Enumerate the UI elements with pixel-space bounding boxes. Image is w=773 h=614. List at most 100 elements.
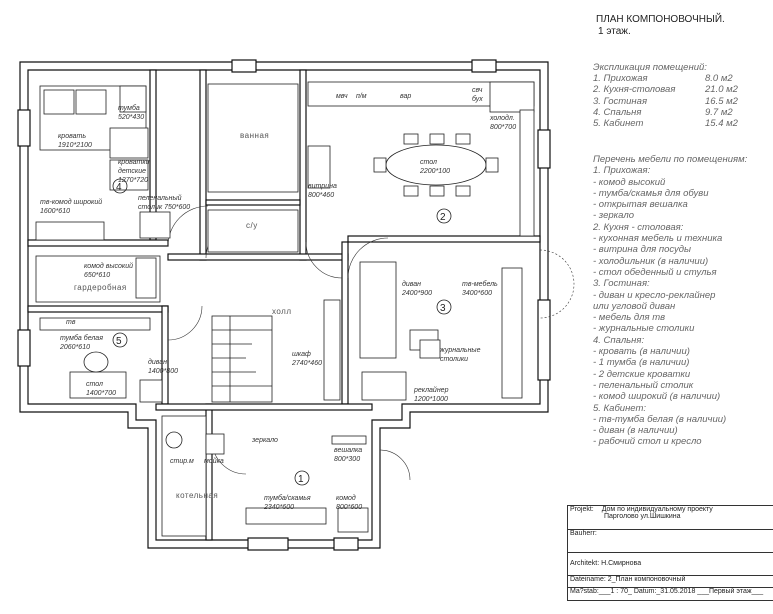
bed-size: 1910*2100 xyxy=(58,142,92,149)
changing-table xyxy=(139,211,171,239)
furniture-line: - пеленальный столик xyxy=(593,379,694,391)
stamp-bauherr: Bauherr: xyxy=(568,530,773,553)
washer-label: стир.м xyxy=(170,458,194,465)
tv-furniture-label: тв-мебель xyxy=(462,280,498,288)
coffee-table xyxy=(419,339,441,359)
wall xyxy=(161,305,169,405)
room-number-5: 5 xyxy=(116,336,122,347)
recliner-size: 1200*1000 xyxy=(414,396,448,403)
wall xyxy=(205,403,213,541)
bench xyxy=(245,507,327,525)
room-number-3: 3 xyxy=(440,303,446,314)
vitrine-label: витрина xyxy=(308,183,337,190)
furniture-line: 2. Кухня - столовая: xyxy=(593,221,684,233)
office-sofa-size: 1400*800 xyxy=(148,368,178,375)
stove-label: вар xyxy=(400,93,411,100)
wall xyxy=(199,69,207,261)
wardrobe-room-label: гардеробная xyxy=(74,283,127,292)
floor-plan: 4 2 3 5 1 кровать 1910*2100 тумба 520*43… xyxy=(17,59,575,551)
wall xyxy=(27,239,169,247)
tv-dresser-size: 1600*610 xyxy=(40,208,70,215)
chair xyxy=(429,185,445,197)
oven-label: свч xyxy=(472,87,483,94)
recliner-label: реклайнер xyxy=(413,386,449,394)
wall xyxy=(341,241,349,405)
furniture-line: - тумба/скамья для обуви xyxy=(593,187,709,199)
bench-label: тумба/скамья xyxy=(264,494,311,502)
pillow xyxy=(75,89,107,115)
coffee-label-2: столики xyxy=(440,356,468,363)
tv-furniture-size: 3400*600 xyxy=(462,290,492,297)
sink xyxy=(205,433,225,455)
white-stand-size: 2060*610 xyxy=(59,344,90,351)
cribs-size: 1270*720 xyxy=(118,177,148,184)
chair xyxy=(455,185,471,197)
coffee-label: журнальные xyxy=(439,347,481,354)
dishwasher-label: п/м xyxy=(356,93,367,100)
plan-title: ПЛАН КОМПОНОВОЧНЫЙ. 1 этаж. xyxy=(596,14,725,38)
sofa-label: диван xyxy=(402,280,421,288)
window xyxy=(231,59,257,73)
high-dresser-label: комод высокий xyxy=(84,262,133,270)
furniture-line: - 2 детские кроватки xyxy=(593,368,691,380)
chair xyxy=(403,185,419,197)
window xyxy=(17,329,31,367)
vitrine-size: 800*460 xyxy=(308,192,334,199)
furniture-line: 4. Спальня: xyxy=(593,334,645,346)
cribs-label: кроватки xyxy=(118,159,150,166)
desk-label: стол xyxy=(86,381,103,388)
office-chair xyxy=(83,351,109,373)
closet-size: 2740*460 xyxy=(291,360,322,367)
vitrine xyxy=(307,145,331,189)
chair xyxy=(373,157,387,173)
stairs xyxy=(211,315,273,403)
pillow xyxy=(43,89,75,115)
furniture-line: - диван и кресло-реклайнер xyxy=(593,289,716,301)
wall xyxy=(27,305,169,313)
furniture-line: - кровать (в наличии) xyxy=(593,346,690,358)
wall xyxy=(155,403,373,411)
window xyxy=(471,59,497,73)
table-size: 2200*100 xyxy=(419,168,450,175)
chest-size: 800*600 xyxy=(336,504,362,511)
office-sofa xyxy=(139,379,163,403)
wall xyxy=(347,235,541,243)
hall-label: холл xyxy=(272,307,292,316)
tv-dresser-label: тв-комод широкий xyxy=(40,198,102,206)
nightstand-label: тумба xyxy=(118,104,140,112)
chest-label: комод xyxy=(336,494,356,502)
furniture-line: - стол обеденный и стулья xyxy=(593,266,717,278)
explication-heading: Экспликация помещений: xyxy=(593,62,707,73)
furniture-line: - диван (в наличии) xyxy=(593,425,678,437)
title-line-2: 1 этаж. xyxy=(598,26,631,37)
tv-label: тв xyxy=(66,319,76,326)
furniture-line: - комод высокий xyxy=(593,176,666,188)
chest xyxy=(337,507,369,533)
crib xyxy=(109,127,149,159)
nightstand xyxy=(119,85,147,113)
mirror-label: зеркало xyxy=(251,437,278,444)
furniture-line: - холодильник (в наличии) xyxy=(593,255,709,267)
furniture-list: Перечень мебели по помещениям: 1. Прихож… xyxy=(593,154,768,448)
recliner xyxy=(361,371,407,401)
room-marker xyxy=(112,178,128,194)
sofa xyxy=(359,261,397,359)
stair-steps xyxy=(212,316,272,402)
fridge-size: 800*700 xyxy=(490,124,516,131)
cribs-label-2: детские xyxy=(118,167,146,175)
tv-stand xyxy=(39,317,151,331)
closet-label: шкаф xyxy=(292,351,311,358)
furniture-line: - журнальные столики xyxy=(593,323,695,335)
furniture-line: - тв-тумба белая (в наличии) xyxy=(593,413,727,425)
room-number-2: 2 xyxy=(440,212,446,223)
bench-size: 2340*600 xyxy=(263,504,294,511)
door xyxy=(347,237,389,279)
furniture-line: - рабочий стол и кресло xyxy=(593,436,702,448)
title-stamp: Projekt: Дом по индивидуальному проекту … xyxy=(567,505,773,601)
wc-label: с/у xyxy=(246,221,258,230)
sofa-size: 2400*900 xyxy=(401,290,432,297)
